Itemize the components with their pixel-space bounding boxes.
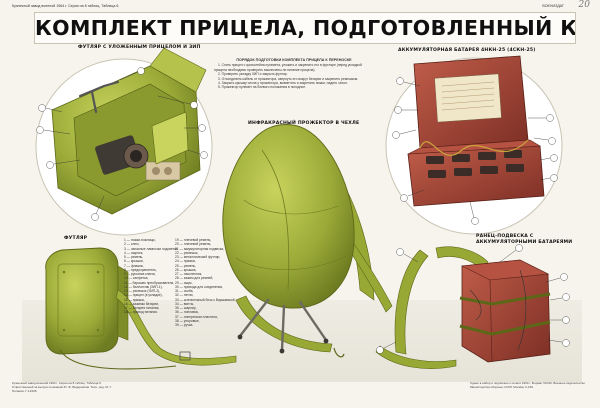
legend-item: 36 — поплавок, (175, 310, 199, 315)
case-illustration (45, 247, 237, 370)
legend-item: 6 — крышка, (124, 259, 144, 264)
legend-item: 9 — рукоятка ключа, (124, 272, 156, 276)
label-case: ФУТЛЯР (64, 236, 88, 241)
legend-item: 38 — упоровые, (175, 318, 200, 323)
legend-item: 26 — крышка, (175, 267, 197, 272)
footer-left: Кузнечный завод военной 1964 г. Серия на… (12, 381, 112, 393)
instruction-step: 1. Снять прицел с кронштейна пулемета, у… (214, 63, 362, 72)
legend-item: 14 — прицел (в укладке), (124, 293, 163, 298)
publisher-caption: ВОЕНИЗДАТ (542, 4, 564, 8)
legend-item: 37 — поперечная пластина, (175, 314, 218, 319)
battery-circle (385, 55, 563, 235)
legend-item: 5 — ремень, (124, 255, 144, 259)
legend-item: 29 — ящик, (175, 280, 193, 285)
label-case-with-sight: ФУТЛЯР С УЛОЖЕННЫМ ПРИЦЕЛОМ И ЗИП (78, 45, 201, 50)
legend-item: 35 — шарнир, (175, 306, 197, 310)
legend-item: 24 — пряжка, (175, 259, 196, 264)
instruction-step: 4. Закрыть крышку чехла у прожектора, вы… (218, 81, 348, 86)
legend-item: 17 — батарея питания, (124, 306, 160, 310)
legend-item: 30 — провода для соединения, (175, 284, 224, 289)
legend-item: 7 — флажок, (124, 263, 144, 268)
instructions-block: ПОРЯДОК ПОДГОТОВКИ КОМПЛЕКТА ПРИЦЕЛА К П… (214, 58, 374, 90)
legend-left: 1 — ножки-ножницы, 2 — ключ, 3 — запасны… (124, 238, 178, 315)
legend-item: 13 — ремешок (ЗИП-2), (124, 289, 161, 293)
ir-projector-illustration (222, 124, 393, 358)
legend-item: 22 — ремешок, (175, 250, 199, 255)
legend-item: 28 — зажим для ремней, (175, 276, 214, 281)
legend-item: 21 — аккумуляторная подвеска, (175, 246, 225, 251)
instructions-title: ПОРЯДОК ПОДГОТОВКИ КОМПЛЕКТА ПРИЦЕЛА К П… (236, 58, 352, 62)
legend-item: 8 — предохранитель, (124, 267, 157, 272)
legend-item: 10 — салфетка, (124, 276, 149, 281)
legend-item: 23 — металлический футляр, (175, 255, 221, 259)
legend-item: 11 — барашек преобразователя, (124, 280, 175, 285)
legend-item: 25 — ремень, (175, 263, 197, 268)
legend-item: 19 — плечевой ремень, (175, 238, 212, 242)
instruction-step: 3. Отсоединить кабель от прожектора, све… (218, 76, 359, 81)
instruction-step: 5. Прожектор пулемет на боевого положени… (218, 85, 306, 90)
footer-right: Сдано в набор и подписано к печати 1964 … (470, 381, 585, 389)
legend-item: 20 — плечевой ремень, (175, 242, 212, 247)
legend-item: 4 — ящичек, (124, 250, 144, 255)
backpack-illustration (375, 244, 570, 369)
top-left-caption: Кузнечный завод военной 1964 г. Серия на… (12, 4, 120, 8)
legend-item: 2 — ключ, (124, 242, 140, 247)
case-with-sight-circle (35, 47, 213, 236)
page-title: КОМПЛЕКТ ПРИЦЕЛА, ПОДГОТОВЛЕННЫЙ К ПЕРЕН… (34, 12, 576, 44)
label-battery: АККУМУЛЯТОРНАЯ БАТАРЕЯ 4НКН-25 (4СКН-25) (398, 48, 536, 53)
legend-right: 19 — плечевой ремень, 20 — плечевой реме… (175, 238, 236, 327)
legend-item: 15 — пряжка, (124, 297, 145, 302)
legend-item: 1 — ножки-ножницы, (124, 238, 156, 242)
instruction-step: 2. Проверить укладку ЗИП и закрыть футля… (218, 72, 288, 77)
legend-item: 18 — провод питания. (124, 310, 158, 315)
sheet-number: 20 (578, 0, 590, 10)
legend-item: 34 — винты, (175, 301, 195, 306)
legend-item: 33 — штепсельный блок к Варшавской, (175, 297, 236, 302)
legend-item: 27 — наконечник, (175, 272, 203, 276)
label-ir-projector: ИНФРАКРАСНЫЙ ПРОЖЕКТОР В ЧЕХЛЕ (248, 121, 360, 126)
legend-item: 39 — ручка. (175, 323, 194, 327)
legend-item: 12 — баллончик (ЗИП-1), (124, 284, 163, 289)
label-backpack: РАНЕЦ-ПОДВЕСКА С АККУМУЛЯТОРНЫМИ БАТАРЕЯ… (476, 234, 573, 245)
legend-item: 3 — запасные лампочки подсветки, (124, 246, 179, 251)
legend-item: 31 — скоба, (175, 289, 194, 293)
legend-item: 32 — петли, (175, 293, 194, 298)
legend-item: 16 — зажимы батареи, (124, 301, 160, 306)
